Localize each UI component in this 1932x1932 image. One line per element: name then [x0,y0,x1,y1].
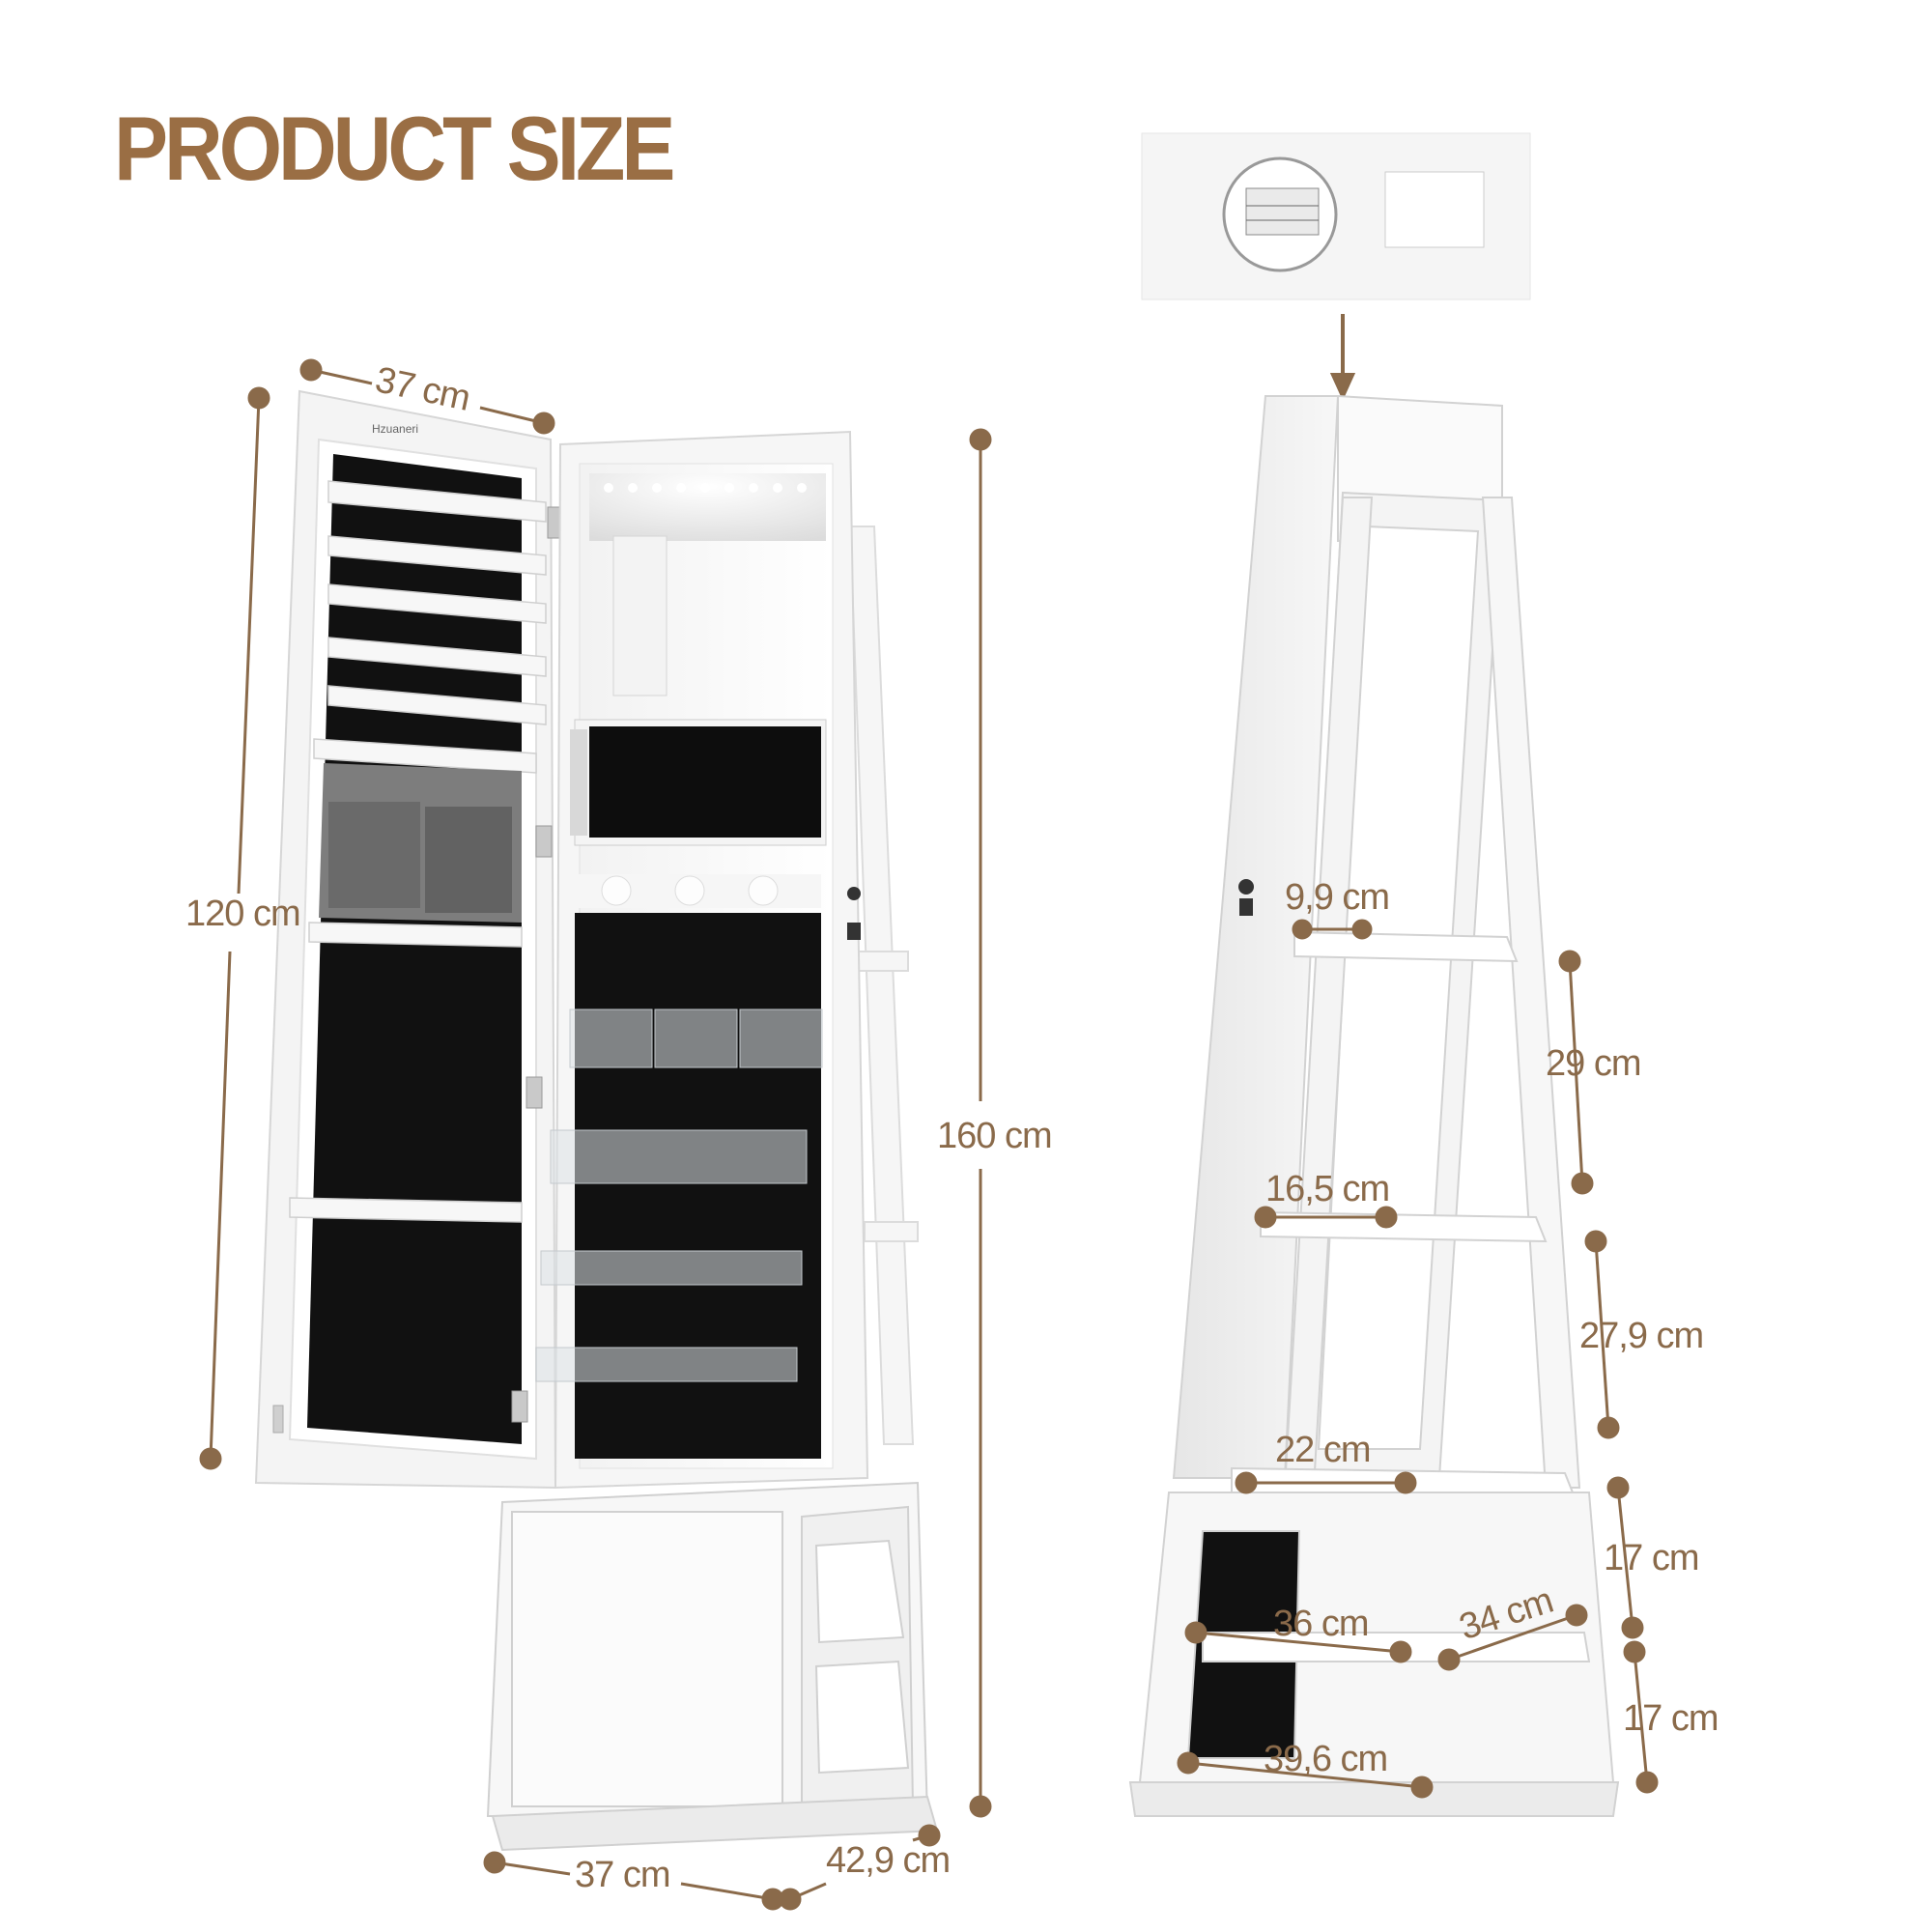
arrow-down-icon [1329,314,1356,401]
dim-base-upper-gap: 17 cm [1604,1538,1699,1578]
side-cabinet [1128,394,1620,1817]
dim-shelf-top-width: 9,9 cm [1285,877,1390,918]
cabinet-door [254,389,564,1490]
dim-base-bottom-width: 39,6 cm [1264,1739,1388,1779]
page-title: PRODUCT SIZE [114,98,675,200]
dim-shelf-mid-width: 16,5 cm [1265,1169,1390,1209]
lock-icon [847,887,861,940]
dim-shelf-low-width: 22 cm [1275,1430,1371,1470]
cabinet-body [535,430,869,1490]
dim-base-lower-gap: 17 cm [1623,1698,1719,1739]
dim-base-width: 37 cm [575,1855,670,1895]
base-cabinet-left [486,1481,939,1852]
dim-door-height: 120 cm [185,894,301,934]
dim-total-height: 160 cm [937,1116,1053,1156]
stand-frame-left [848,526,919,1445]
lock-icon [1238,879,1254,916]
brand-logo: Hzuaneri [372,422,419,436]
dim-base-shelf-width: 36 cm [1273,1604,1369,1644]
battery-box-icon [1141,132,1531,300]
dim-shelf-top-gap: 29 cm [1546,1043,1641,1084]
dim-base-depth: 42,9 cm [826,1840,951,1881]
dimension-lines [199,358,1659,1911]
dim-shelf-mid-gap: 27,9 cm [1579,1316,1704,1356]
led-light-icon [589,473,826,541]
